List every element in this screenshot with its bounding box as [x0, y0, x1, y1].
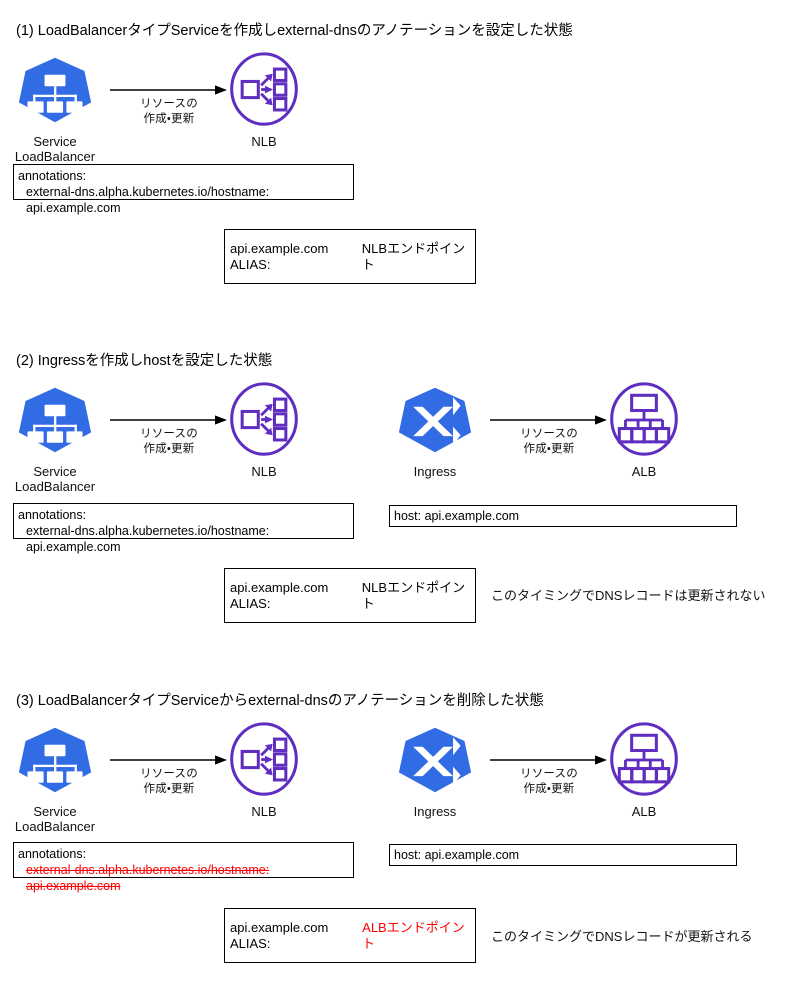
arrow-ingress-to-alb-2-label: リソースの 作成・更新: [520, 428, 578, 455]
dns-record-box-1: api.example.com ALIAS: NLBエンドポイント: [224, 229, 476, 284]
arrow-service-to-nlb-1-label: リソースの 作成・更新: [140, 98, 198, 125]
nlb-icon: [209, 52, 319, 128]
ingress-node-3: Ingress: [380, 722, 490, 819]
alb-node-2: ALB: [589, 382, 699, 479]
dns-record-endpoint-2: NLBエンドポイント: [361, 579, 466, 611]
ingress-node-2: Ingress: [380, 382, 490, 479]
dns-record-prefix-2: api.example.com ALIAS:: [230, 579, 329, 611]
alb-icon: [589, 722, 699, 798]
arrow-service-to-nlb-2-label: リソースの 作成・更新: [140, 428, 198, 455]
service-node-2-caption: Service LoadBalancer: [14, 464, 96, 494]
arrow-service-to-nlb-2: リソースの 作成・更新: [110, 413, 228, 459]
dns-record-prefix-1: api.example.com ALIAS:: [230, 240, 329, 272]
kubernetes-service-icon: [0, 52, 110, 128]
nlb-node-2-caption: NLB: [251, 464, 277, 479]
service-annotations-box-1: annotations: external-dns.alpha.kubernet…: [13, 164, 354, 215]
annotations-value-1: external-dns.alpha.kubernetes.io/hostnam…: [26, 185, 270, 215]
annotations-value-removed-3: external-dns.alpha.kubernetes.io/hostnam…: [26, 863, 270, 893]
section-2-title: (2) Ingressを作成しhostを設定した状態: [16, 353, 273, 369]
service-node-2: Service LoadBalancer: [0, 382, 110, 494]
dns-update-note-3: このタイミングでDNSレコードが更新される: [491, 929, 753, 944]
service-annotations-box-2: annotations: external-dns.alpha.kubernet…: [13, 503, 354, 554]
nlb-node-2: NLB: [209, 382, 319, 479]
arrow-ingress-to-alb-2: リソースの 作成・更新: [490, 413, 608, 459]
ingress-node-3-caption: Ingress: [413, 804, 457, 819]
alb-node-2-caption: ALB: [631, 464, 657, 479]
service-node-3-caption: Service LoadBalancer: [14, 804, 96, 834]
dns-record-endpoint-3: ALBエンドポイント: [362, 919, 465, 951]
alb-icon: [589, 382, 699, 458]
kubernetes-ingress-icon: [380, 722, 490, 798]
kubernetes-service-icon: [0, 722, 110, 798]
arrow-ingress-to-alb-3: リソースの 作成・更新: [490, 753, 608, 799]
dns-record-prefix-3: api.example.com ALIAS:: [230, 919, 329, 951]
section-3-title: (3) LoadBalancerタイプServiceからexternal-dns…: [16, 693, 544, 709]
alb-node-3-caption: ALB: [631, 804, 657, 819]
annotations-key-1: annotations:: [18, 169, 87, 183]
nlb-icon: [209, 722, 319, 798]
nlb-node-3: NLB: [209, 722, 319, 819]
arrow-service-to-nlb-1: リソースの 作成・更新: [110, 83, 228, 129]
alb-node-3: ALB: [589, 722, 699, 819]
nlb-node-1-caption: NLB: [251, 134, 277, 149]
ingress-host-value-3: host: api.example.com: [394, 848, 520, 862]
nlb-node-1: NLB: [209, 52, 319, 149]
service-annotations-box-3: annotations: external-dns.alpha.kubernet…: [13, 842, 354, 893]
kubernetes-service-icon: [0, 382, 110, 458]
nlb-node-3-caption: NLB: [251, 804, 277, 819]
section-1-title: (1) LoadBalancerタイプServiceを作成しexternal-d…: [16, 23, 573, 39]
dns-record-box-2: api.example.com ALIAS: NLBエンドポイント: [224, 568, 476, 623]
ingress-host-box-3: host: api.example.com: [389, 844, 737, 866]
ingress-host-box-2: host: api.example.com: [389, 505, 737, 527]
service-node-1-caption: Service LoadBalancer: [14, 134, 96, 164]
ingress-node-2-caption: Ingress: [413, 464, 457, 479]
ingress-host-value-2: host: api.example.com: [394, 509, 520, 523]
nlb-icon: [209, 382, 319, 458]
dns-update-note-2: このタイミングでDNSレコードは更新されない: [491, 588, 766, 603]
annotations-key-2: annotations:: [18, 508, 87, 522]
annotations-value-2: external-dns.alpha.kubernetes.io/hostnam…: [26, 524, 270, 554]
service-node-1: Service LoadBalancer: [0, 52, 110, 164]
service-node-3: Service LoadBalancer: [0, 722, 110, 834]
annotations-key-3: annotations:: [18, 847, 87, 861]
section-2: (2) Ingressを作成しhostを設定した状態 Service Load: [0, 330, 791, 680]
arrow-service-to-nlb-3-label: リソースの 作成・更新: [140, 768, 198, 795]
section-3: (3) LoadBalancerタイプServiceからexternal-dns…: [0, 670, 791, 985]
arrow-service-to-nlb-3: リソースの 作成・更新: [110, 753, 228, 799]
arrow-ingress-to-alb-3-label: リソースの 作成・更新: [520, 768, 578, 795]
dns-record-box-3: api.example.com ALIAS: ALBエンドポイント: [224, 908, 476, 963]
dns-record-endpoint-1: NLBエンドポイント: [361, 240, 466, 272]
kubernetes-ingress-icon: [380, 382, 490, 458]
section-1: (1) LoadBalancerタイプServiceを作成しexternal-d…: [0, 0, 791, 330]
